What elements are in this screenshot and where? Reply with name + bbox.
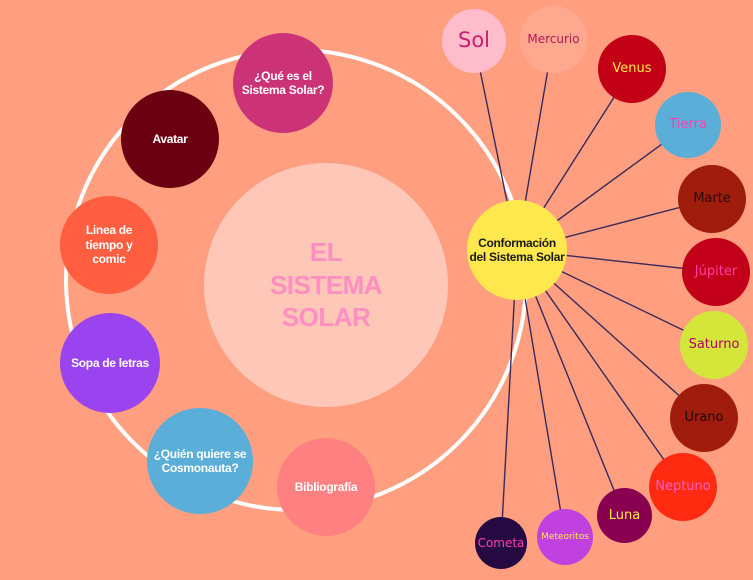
node-bibliografia-label: Bibliografía: [294, 479, 358, 494]
planet-luna[interactable]: Luna: [597, 488, 652, 543]
node-avatar[interactable]: Avatar: [121, 90, 219, 188]
node-quien-quiere[interactable]: ¿Quién quiere se Cosmonauta?: [147, 408, 253, 514]
node-conformacion-label: Conformación del Sistema Solar: [469, 235, 565, 264]
node-sopa-letras-label: Sopa de letras: [71, 355, 149, 370]
planet-sol[interactable]: Sol: [442, 9, 506, 73]
node-quien-quiere-label: ¿Quién quiere se Cosmonauta?: [153, 446, 247, 475]
planet-mercurio[interactable]: Mercurio: [520, 6, 587, 73]
node-que-es-sistema-solar[interactable]: ¿Qué es el Sistema Solar?: [233, 33, 333, 133]
planet-cometa[interactable]: Cometa: [475, 517, 527, 569]
planet-saturno[interactable]: Saturno: [680, 311, 748, 379]
planet-meteoritos[interactable]: Meteoritos: [537, 509, 593, 565]
planet-tierra[interactable]: Tierra: [655, 92, 721, 158]
node-sopa-letras[interactable]: Sopa de letras: [60, 313, 160, 413]
node-bibliografia[interactable]: Bibliografía: [277, 438, 375, 536]
node-que-es-label: ¿Qué es el Sistema Solar?: [241, 68, 325, 97]
center-title-circle: EL SISTEMA SOLAR: [204, 163, 448, 407]
planet-mercurio-label: Mercurio: [527, 32, 580, 47]
center-title: EL SISTEMA SOLAR: [269, 237, 383, 333]
planet-urano[interactable]: Urano: [670, 384, 738, 452]
planet-venus[interactable]: Venus: [598, 35, 666, 103]
planet-jupiter-label: Júpiter: [694, 264, 738, 280]
planet-marte[interactable]: Marte: [678, 165, 746, 233]
planet-marte-label: Marte: [693, 191, 731, 207]
planet-sol-label: Sol: [457, 28, 490, 53]
planet-luna-label: Luna: [608, 507, 641, 523]
node-avatar-label: Avatar: [152, 131, 188, 146]
planet-neptuno-label: Neptuno: [655, 479, 711, 495]
planet-meteoritos-label: Meteoritos: [541, 531, 589, 542]
planet-jupiter[interactable]: Júpiter: [682, 238, 750, 306]
node-linea-tiempo[interactable]: Linea de tiempo y comic: [60, 196, 158, 294]
planet-cometa-label: Cometa: [477, 535, 525, 550]
planet-neptuno[interactable]: Neptuno: [649, 453, 717, 521]
planet-venus-label: Venus: [612, 61, 652, 77]
planet-tierra-label: Tierra: [669, 117, 707, 133]
node-conformacion-sistema-solar[interactable]: Conformación del Sistema Solar: [467, 200, 567, 300]
planet-urano-label: Urano: [684, 410, 724, 426]
node-linea-tiempo-label: Linea de tiempo y comic: [85, 223, 133, 267]
planet-saturno-label: Saturno: [688, 337, 740, 353]
